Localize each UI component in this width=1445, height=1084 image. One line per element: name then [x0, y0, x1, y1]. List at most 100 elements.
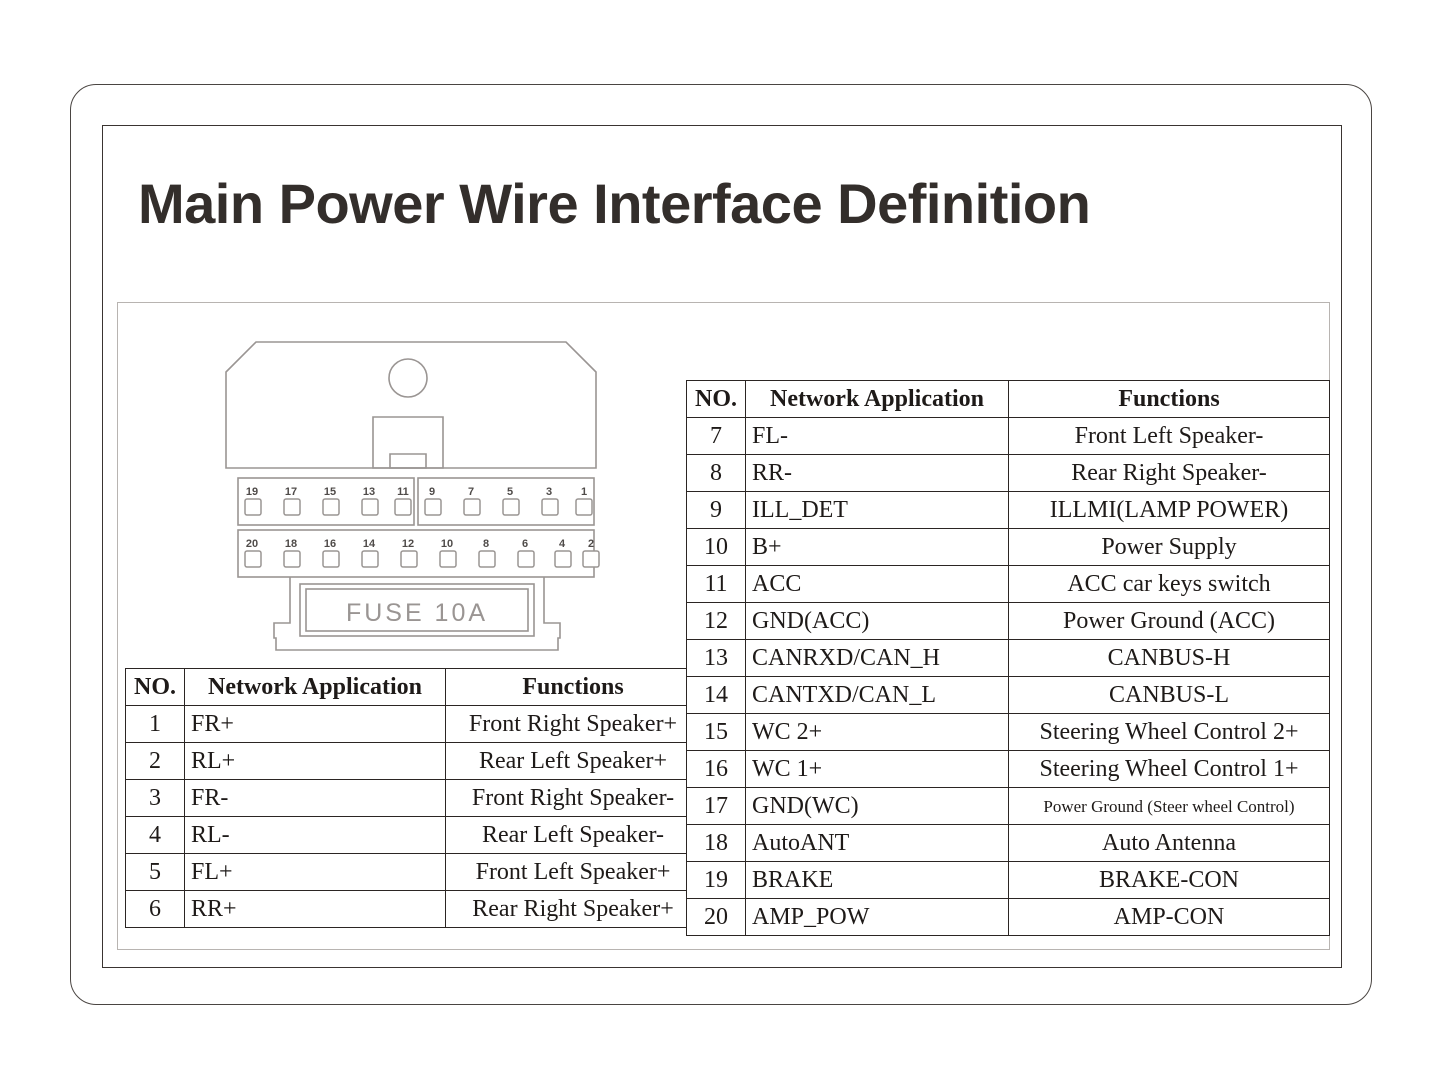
connector-body-outline	[225, 341, 597, 469]
pin-label-1: 1	[581, 486, 587, 498]
cell-fn: Rear Left Speaker-	[445, 816, 701, 854]
pin-label-10: 10	[441, 538, 453, 550]
table-row: 3 FR- Front Right Speaker-	[125, 779, 701, 817]
pin-label-6: 6	[522, 538, 528, 550]
cell-no: 17	[686, 787, 746, 825]
table-header-row: NO. Network Application Functions	[686, 380, 1330, 418]
pin-socket-6	[517, 550, 535, 568]
cell-fn: CANBUS-H	[1008, 639, 1330, 677]
header-network-application: Network Application	[184, 668, 446, 706]
cell-fn: Front Left Speaker+	[445, 853, 701, 891]
pin-socket-11	[394, 498, 412, 516]
pin-socket-1	[575, 498, 593, 516]
pin-row-top-right-housing	[417, 477, 595, 526]
table-right-body: 7 FL- Front Left Speaker- 8 RR- Rear Rig…	[686, 417, 1330, 936]
cell-fn: Rear Right Speaker+	[445, 890, 701, 928]
cell-app: B+	[745, 528, 1009, 566]
pin-socket-4	[554, 550, 572, 568]
cell-app: RL+	[184, 742, 446, 780]
cell-no: 13	[686, 639, 746, 677]
pin-label-9: 9	[429, 486, 435, 498]
table-row: 9 ILL_DET ILLMI(LAMP POWER)	[686, 491, 1330, 529]
table-row: 2 RL+ Rear Left Speaker+	[125, 742, 701, 780]
cell-no: 19	[686, 861, 746, 899]
pin-row-top-left-housing	[237, 477, 415, 526]
cell-fn: Front Right Speaker-	[445, 779, 701, 817]
pin-socket-16	[322, 550, 340, 568]
cell-fn: CANBUS-L	[1008, 676, 1330, 714]
pin-socket-12	[400, 550, 418, 568]
table-row: 10 B+ Power Supply	[686, 528, 1330, 566]
cell-app: FL-	[745, 417, 1009, 455]
cell-no: 8	[686, 454, 746, 492]
table-header-row: NO. Network Application Functions	[125, 668, 701, 706]
pin-label-3: 3	[546, 486, 552, 498]
table-row: 6 RR+ Rear Right Speaker+	[125, 890, 701, 928]
table-row: 12 GND(ACC) Power Ground (ACC)	[686, 602, 1330, 640]
cell-no: 15	[686, 713, 746, 751]
cell-no: 16	[686, 750, 746, 788]
page-title: Main Power Wire Interface Definition	[138, 172, 1091, 235]
pin-socket-10	[439, 550, 457, 568]
cell-fn: ACC car keys switch	[1008, 565, 1330, 603]
pin-label-12: 12	[402, 538, 414, 550]
cell-app: ILL_DET	[745, 491, 1009, 529]
pin-socket-13	[361, 498, 379, 516]
pin-socket-9	[424, 498, 442, 516]
cell-app: ACC	[745, 565, 1009, 603]
pin-label-18: 18	[285, 538, 297, 550]
pin-label-8: 8	[483, 538, 489, 550]
cell-no: 10	[686, 528, 746, 566]
cell-no: 1	[125, 705, 185, 743]
cell-no: 5	[125, 853, 185, 891]
cell-fn: ILLMI(LAMP POWER)	[1008, 491, 1330, 529]
cell-fn: AMP-CON	[1008, 898, 1330, 936]
table-row: 18 AutoANT Auto Antenna	[686, 824, 1330, 862]
pin-socket-8	[478, 550, 496, 568]
cell-app: CANTXD/CAN_L	[745, 676, 1009, 714]
cell-no: 14	[686, 676, 746, 714]
cell-no: 3	[125, 779, 185, 817]
header-functions: Functions	[1008, 380, 1330, 418]
pin-table-left: NO. Network Application Functions 1 FR+ …	[125, 668, 701, 928]
pin-socket-17	[283, 498, 301, 516]
pin-socket-7	[463, 498, 481, 516]
pin-label-14: 14	[363, 538, 376, 550]
table-row: 17 GND(WC) Power Ground (Steer wheel Con…	[686, 787, 1330, 825]
cell-fn: Steering Wheel Control 2+	[1008, 713, 1330, 751]
cell-app: FR-	[184, 779, 446, 817]
header-no: NO.	[686, 380, 746, 418]
pin-label-13: 13	[363, 486, 375, 498]
cell-no: 18	[686, 824, 746, 862]
table-row: 14 CANTXD/CAN_L CANBUS-L	[686, 676, 1330, 714]
cell-app: WC 1+	[745, 750, 1009, 788]
cell-fn: Auto Antenna	[1008, 824, 1330, 862]
pin-socket-18	[283, 550, 301, 568]
cell-no: 2	[125, 742, 185, 780]
cell-fn: Power Ground (ACC)	[1008, 602, 1330, 640]
table-row: 20 AMP_POW AMP-CON	[686, 898, 1330, 936]
connector-latch-tab	[372, 416, 444, 469]
cell-app: FR+	[184, 705, 446, 743]
pins-bottom-row: 20 18 16 14 12 10 8 6 4 2	[244, 538, 600, 568]
pin-socket-19	[244, 498, 262, 516]
cell-app: BRAKE	[745, 861, 1009, 899]
cell-no: 20	[686, 898, 746, 936]
cell-fn: Power Ground (Steer wheel Control)	[1008, 787, 1330, 825]
table-row: 5 FL+ Front Left Speaker+	[125, 853, 701, 891]
pin-socket-5	[502, 498, 520, 516]
pin-label-19: 19	[246, 486, 258, 498]
pin-label-15: 15	[324, 486, 336, 498]
cell-app: AMP_POW	[745, 898, 1009, 936]
cell-fn: Rear Right Speaker-	[1008, 454, 1330, 492]
inner-card-frame	[102, 125, 1342, 968]
pin-socket-20	[244, 550, 262, 568]
fuse-box-outer	[299, 583, 535, 637]
pin-socket-2	[582, 550, 600, 568]
pin-label-17: 17	[285, 486, 297, 498]
cell-app: CANRXD/CAN_H	[745, 639, 1009, 677]
cell-fn: BRAKE-CON	[1008, 861, 1330, 899]
table-row: 13 CANRXD/CAN_H CANBUS-H	[686, 639, 1330, 677]
connector-circle-keyway	[388, 358, 428, 398]
pins-top-left-group: 19 17 15 13 11	[244, 486, 412, 516]
